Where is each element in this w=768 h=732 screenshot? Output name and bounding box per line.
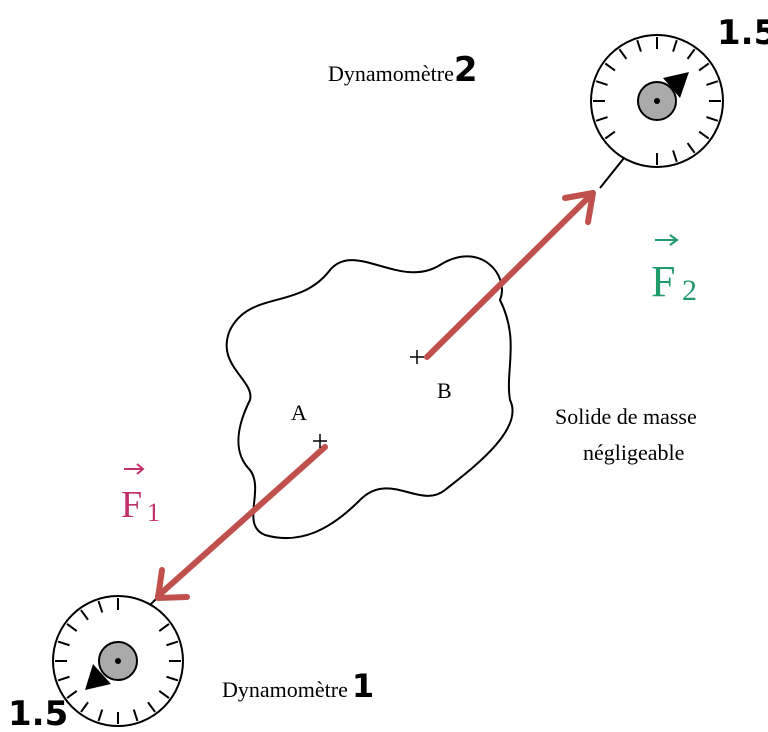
dial-needle-bottom [85, 664, 111, 690]
force-arrow-f2-head [562, 190, 596, 225]
dial-tick [698, 130, 710, 140]
dial-tick [686, 142, 696, 154]
dial-tick [706, 116, 719, 122]
dial-ticks-bottom [55, 598, 181, 724]
svg-text:F: F [651, 257, 675, 306]
force-label-f2: F 2 [651, 234, 697, 307]
dial-tick [158, 690, 170, 699]
dynamometer-2-label: Dynamomètre2 [328, 50, 478, 90]
dynamometer-2-dial [590, 34, 724, 168]
dial-tick [97, 709, 104, 722]
dial-tick [672, 150, 678, 163]
dial-tick [80, 701, 89, 713]
svg-text:2: 2 [682, 274, 697, 307]
dial-tick [57, 675, 70, 682]
dial-ticks-top [593, 37, 721, 165]
force-arrow-f2-shaft [424, 192, 594, 360]
dial-reading-bottom: 1.5 [8, 694, 68, 732]
dial-tick [166, 640, 179, 647]
point-b-marker [410, 350, 424, 364]
dial-tick [166, 675, 179, 682]
vector-arrow-f1 [124, 463, 145, 475]
dial-tick [97, 600, 104, 613]
dial-tick [595, 80, 608, 86]
dial-tick [706, 80, 719, 86]
dial-tick [686, 48, 696, 60]
dial-reading-top: 1.5 [717, 13, 768, 53]
dial-tick [80, 609, 89, 621]
dial-tick [147, 701, 156, 713]
force-label-f1: F 1 [121, 463, 160, 527]
dynamometer-1-dial [52, 595, 184, 727]
dial-needle-top [663, 72, 689, 98]
dial-tick [604, 130, 616, 140]
svg-text:F: F [121, 484, 142, 526]
dial-tick [672, 39, 678, 52]
svg-text:1: 1 [147, 498, 160, 527]
point-a-marker [313, 434, 327, 448]
dial-tick [618, 48, 628, 60]
dial-tick [66, 623, 78, 632]
dial-tick [698, 62, 710, 72]
point-b-label: B [437, 378, 452, 403]
vector-arrow-f2 [655, 234, 679, 246]
dial-tick [636, 39, 642, 52]
dial-tick [158, 623, 170, 632]
dial-tick [604, 62, 616, 72]
dial-tick [132, 709, 139, 722]
dial-tick [595, 116, 608, 122]
force-arrow-f1-head [155, 567, 190, 601]
solid-body-outline [225, 255, 514, 540]
solid-description-line2: négligeable [583, 440, 684, 465]
dial-tick [66, 690, 78, 699]
force-arrow-f1-shaft [155, 444, 328, 599]
solid-description-line1: Solide de masse [555, 404, 697, 429]
dial-tick [57, 640, 70, 647]
point-a-label: A [291, 400, 307, 425]
